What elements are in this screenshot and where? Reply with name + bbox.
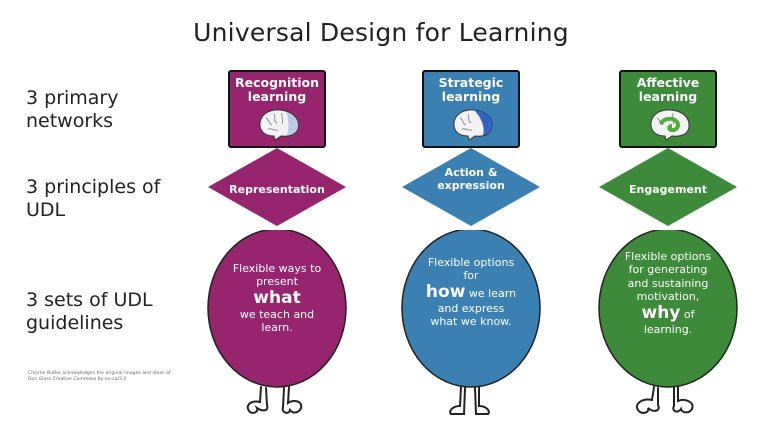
principle-label: Engagement <box>629 183 707 196</box>
network-label: Strategic learning <box>438 75 504 104</box>
column-affective: Affective learning Engagement Flexible o… <box>588 70 748 426</box>
principle-diamond-representation <box>208 148 346 226</box>
network-box-strategic: Strategic learning <box>422 70 520 148</box>
principle-label: Action & expression <box>437 166 505 192</box>
brain-limbic-icon <box>650 109 690 141</box>
guideline-text-strategic: Flexible options for how we learn and ex… <box>423 256 519 329</box>
guideline-figure-strategic <box>401 230 541 415</box>
principle-diamond-engagement <box>599 148 737 226</box>
guideline-outro: of learning. <box>643 307 695 336</box>
credit-note: Christie Butler acknowledges the origina… <box>28 371 171 382</box>
network-box-affective: Affective learning <box>619 70 717 148</box>
column-strategic: Strategic learning Action & expression F… <box>391 70 551 426</box>
row-label-guidelines: 3 sets of UDL guidelines <box>26 289 153 334</box>
feet-icon <box>246 386 303 414</box>
guideline-keyword: what <box>253 287 301 308</box>
guideline-intro: Flexible options for <box>427 256 515 283</box>
feet-icon <box>636 386 694 414</box>
guideline-intro: Flexible ways to present <box>232 262 322 289</box>
page-title: Universal Design for Learning <box>193 18 569 47</box>
guideline-text-affective: Flexible options for generating and sust… <box>620 250 716 336</box>
column-recognition: Recognition learning Representation Flex… <box>197 70 357 426</box>
row-label-principles: 3 principles of UDL <box>26 176 161 221</box>
guideline-figure-recognition <box>207 230 347 414</box>
guideline-outro: we teach and learn. <box>239 307 315 335</box>
network-label: Affective learning <box>636 75 700 104</box>
row-label-networks: 3 primary networks <box>26 87 119 132</box>
guideline-text-recognition: Flexible ways to present what we teach a… <box>229 262 325 335</box>
principle-diamond-action-expression <box>402 148 540 226</box>
brain-occipital-icon <box>259 109 299 141</box>
guideline-keyword: why <box>641 302 681 323</box>
brain-frontal-icon <box>453 109 493 141</box>
guideline-figure-affective <box>598 230 738 414</box>
guideline-intro: Flexible options for generating and sust… <box>624 250 712 304</box>
guideline-outro: we learn and express what we know. <box>430 286 517 329</box>
principle-label: Representation <box>229 183 325 196</box>
guideline-keyword: how <box>425 281 466 302</box>
network-box-recognition: Recognition learning <box>228 70 326 148</box>
feet-icon <box>449 386 490 415</box>
network-label: Recognition learning <box>235 75 319 104</box>
